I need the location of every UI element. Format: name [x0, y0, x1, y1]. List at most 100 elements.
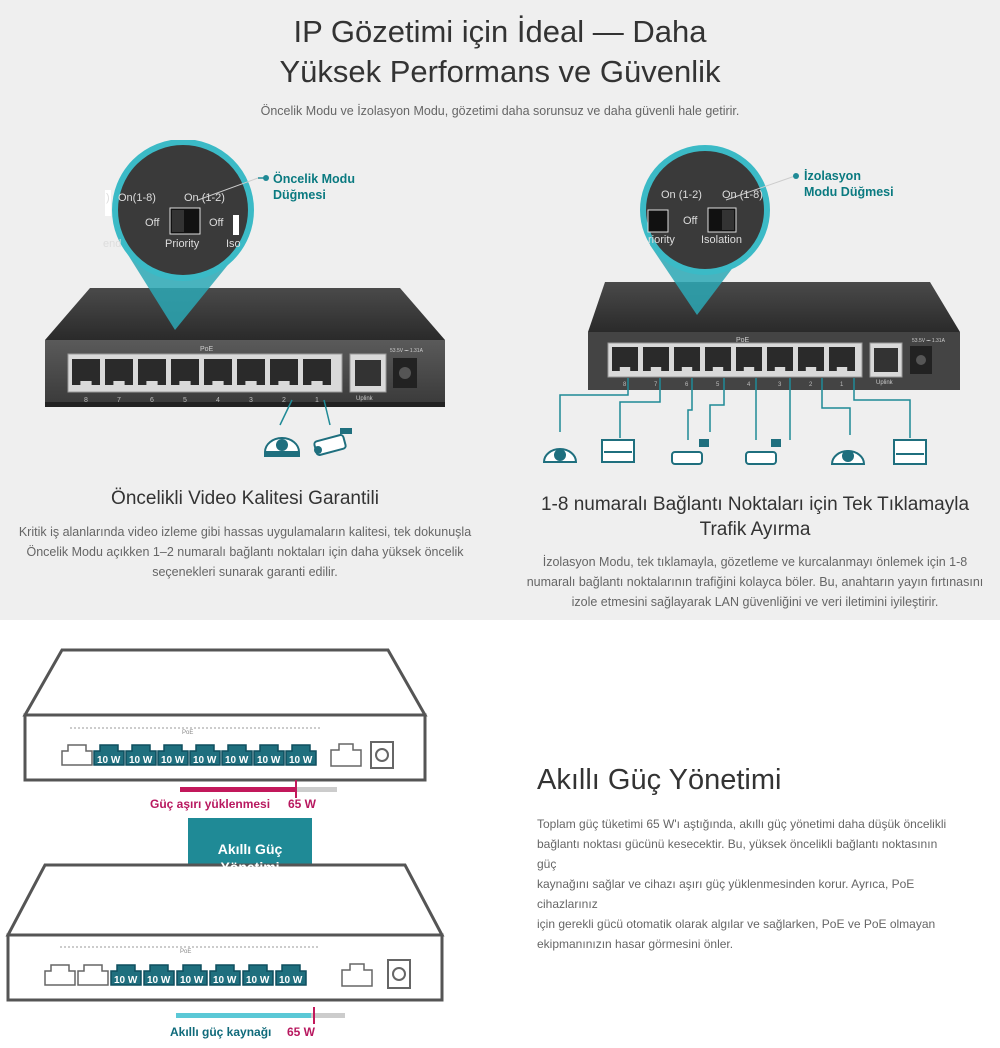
port-number: 4 — [216, 397, 220, 404]
power-management-title: Akıllı Güç Yönetimi — [537, 764, 782, 796]
port-watt-label: 10 W — [289, 755, 313, 766]
smart-power-label: Akıllı güç kaynağı — [170, 1025, 272, 1039]
zoom-text-paren: ) — [106, 192, 110, 204]
switch-outline-overload — [22, 648, 428, 782]
poe-label: PoE — [200, 346, 214, 353]
title-line-2: Yüksek Performans ve Güvenlik — [279, 54, 721, 89]
power-jack — [387, 959, 411, 989]
port-watt-label: 10 W — [246, 975, 270, 986]
power-management-illustration: PoE 10 W 10 W 10 W 10 W 10 W 10 W 10 W PoE 10 … — [0, 640, 470, 1048]
rj45-port — [209, 964, 241, 986]
port-watt-label: 10 W — [225, 755, 249, 766]
power-diagram-svg: PoE 10 W 10 W 10 W 10 W 10 W 10 W 10 W PoE 10 … — [5, 648, 445, 1024]
port-number: 5 — [183, 397, 187, 404]
port-links — [559, 378, 911, 440]
rj45-port — [61, 744, 93, 766]
bullet-camera-icon — [671, 439, 709, 465]
zoom-lens — [640, 145, 770, 275]
port-watt-label: 10 W — [193, 755, 217, 766]
port-number: 7 — [117, 397, 121, 404]
poe-label: PoE — [180, 949, 191, 955]
rj45-port — [143, 964, 175, 986]
rj45-port — [72, 359, 100, 385]
smart-power-bar — [176, 1013, 311, 1018]
zoom-text-on12: On (1-2) — [661, 189, 702, 201]
zoom-text-iso: Iso — [226, 238, 241, 250]
rj45-port — [189, 744, 221, 766]
port-number: 6 — [685, 382, 689, 388]
isolation-section-text: İzolasyon Modu, tek tıklamayla, gözetlem… — [526, 555, 984, 609]
port-watt-label: 10 W — [279, 975, 303, 986]
port-number: 7 — [654, 382, 658, 388]
rj45-port — [44, 964, 76, 986]
switch-top — [45, 288, 445, 340]
rj45-port — [270, 359, 298, 385]
port-watt-label: 10 W — [114, 975, 138, 986]
uplink-label: Uplink — [876, 380, 894, 386]
zoom-text-off: Off — [683, 215, 698, 227]
port-watt-label: 10 W — [147, 975, 171, 986]
zoom-text-end: end — [103, 238, 121, 250]
page-subtitle: Öncelik Modu ve İzolasyon Modu, gözetimi… — [260, 104, 740, 118]
overload-bar — [180, 787, 295, 792]
power-label: 53.5V ⎓ 1.31A — [912, 338, 946, 344]
rj45-port — [105, 359, 133, 385]
title-line-1: IP Gözetimi için İdeal — Daha — [293, 14, 707, 49]
dome-camera-icon — [263, 437, 301, 457]
rj45-port — [171, 359, 199, 385]
uplink-label: Uplink — [356, 396, 374, 402]
overload-value: 65 W — [288, 797, 317, 811]
rj45-port — [157, 744, 189, 766]
priority-section-title: Öncelikli Video Kalitesi Garantili — [111, 488, 379, 509]
port-number: 1 — [840, 382, 844, 388]
rj45-port — [138, 359, 166, 385]
rj45-port — [204, 359, 232, 385]
rj45-port — [93, 744, 125, 766]
isolation-mode-callout: İzolasyon Modu Düğmesi — [804, 169, 894, 199]
zoom-text-on18: On(1-8) — [118, 192, 156, 204]
rj45-port — [77, 964, 109, 986]
zoom-text-priority: riority — [648, 234, 675, 246]
dome-camera-icon — [830, 450, 866, 465]
isolation-section-title: 1-8 numaralı Bağlantı Noktaları için Tek… — [540, 494, 970, 540]
rj45-port — [221, 744, 253, 766]
dome-camera-icon — [893, 439, 927, 465]
port-number: 2 — [809, 382, 813, 388]
smart-power-arrow-label: Akıllı Güç Yönetimi — [217, 841, 283, 875]
priority-mode-callout: Öncelik Modu Düğmesi — [273, 172, 355, 202]
port-number: 1 — [315, 397, 319, 404]
rj45-port — [110, 964, 142, 986]
zoom-text-on12: On (1-2) — [184, 192, 225, 204]
port-number: 8 — [623, 382, 627, 388]
port-number: 8 — [84, 397, 88, 404]
port-number: 2 — [282, 397, 286, 404]
zoom-text-priority: Priority — [165, 238, 200, 250]
rj45-port — [275, 964, 307, 986]
port-watt-label: 10 W — [257, 755, 281, 766]
dome-camera-icon — [601, 439, 635, 463]
poe-label: PoE — [182, 730, 193, 736]
dome-camera-icon — [542, 448, 578, 463]
overload-label: Güç aşırı yüklenmesi — [150, 797, 271, 811]
poe-label: PoE — [736, 337, 750, 344]
smart-power-value: 65 W — [287, 1025, 316, 1039]
switch-outline-smart — [5, 863, 445, 1002]
rj45-port — [242, 964, 274, 986]
rj45-port — [125, 744, 157, 766]
power-management-text: Toplam güç tüketimi 65 W'ı aştığında, ak… — [537, 817, 947, 951]
uplink-port — [330, 743, 362, 767]
rj45-port — [303, 359, 331, 385]
port-number: 6 — [150, 397, 154, 404]
zoom-text-off-2: Off — [209, 217, 224, 229]
rj45-port — [253, 744, 285, 766]
zoom-text-on18: On (1-8) — [722, 189, 763, 201]
power-jack — [370, 741, 394, 769]
rj45-port — [176, 964, 208, 986]
bullet-camera-icon — [313, 428, 352, 456]
